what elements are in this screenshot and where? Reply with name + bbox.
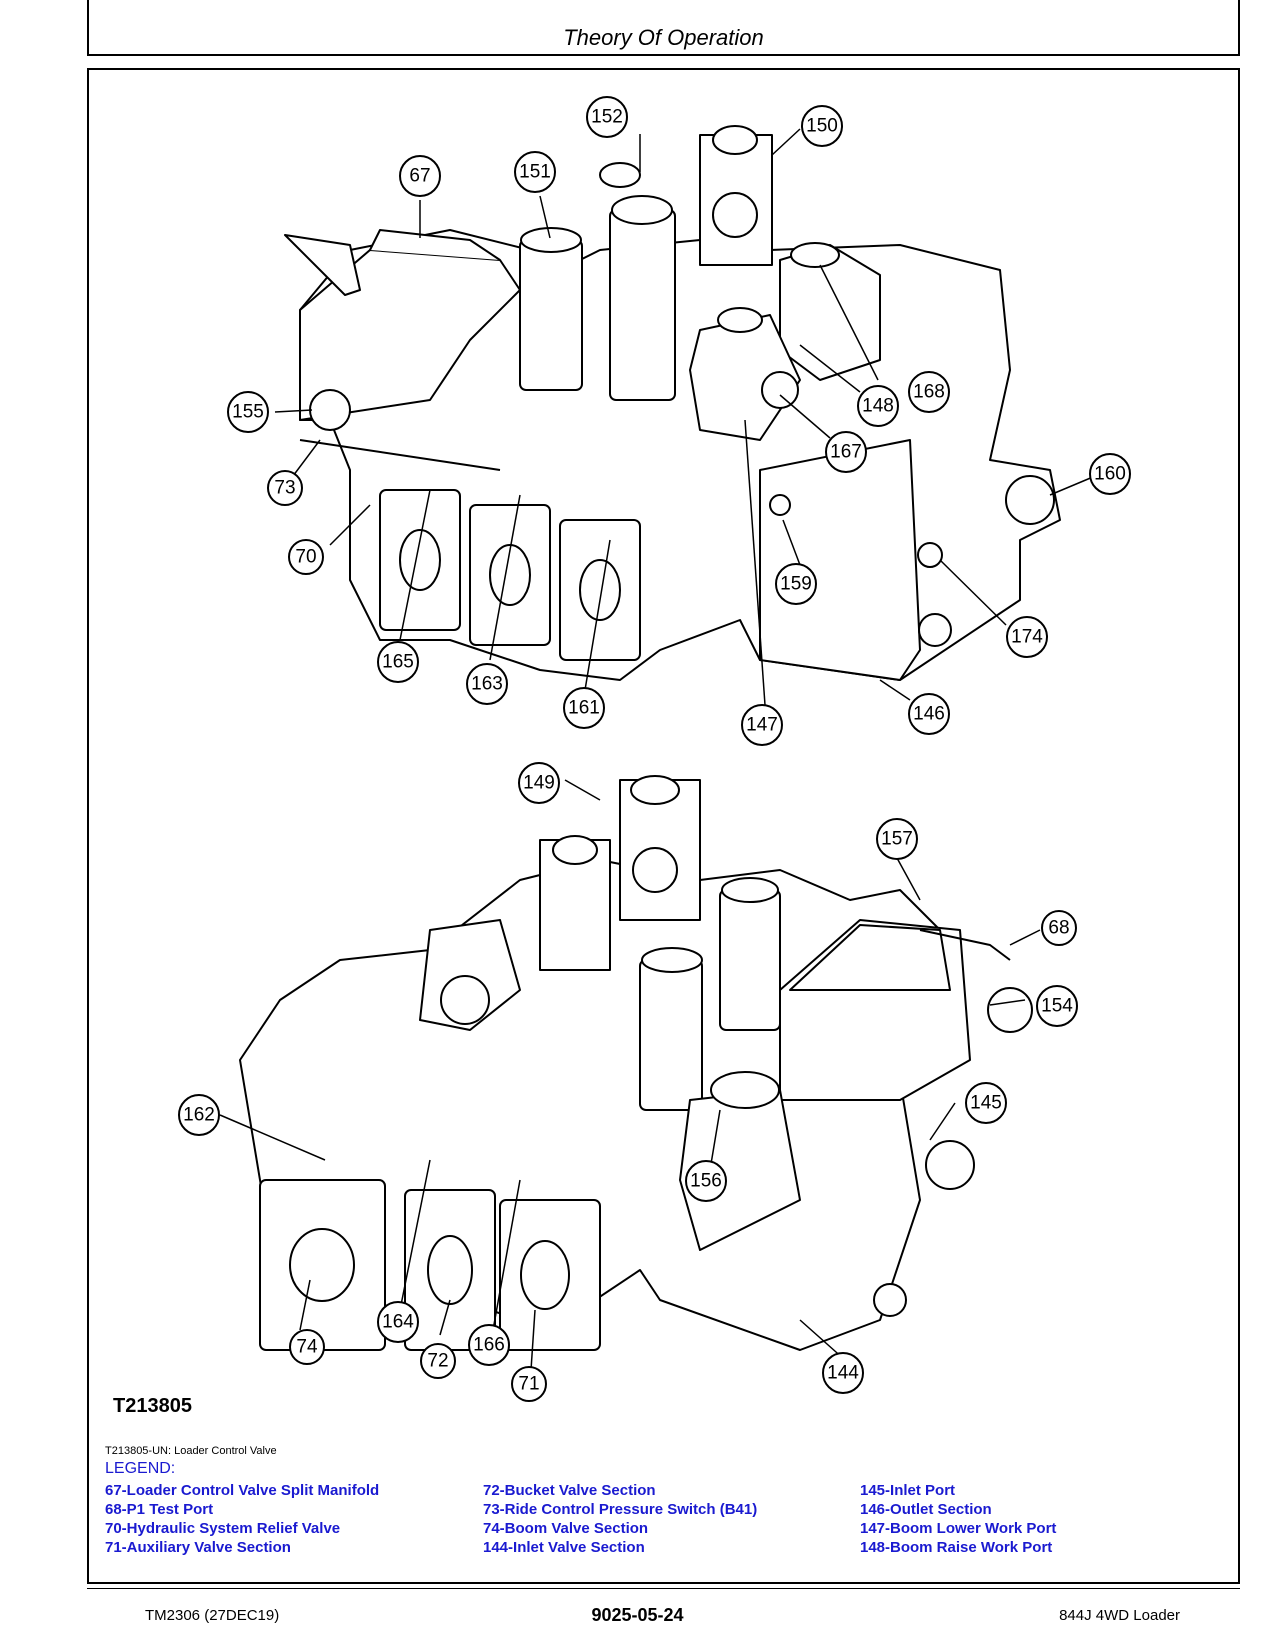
footer-divider — [87, 1588, 1240, 1589]
callout-148: 148 — [857, 385, 899, 427]
legend-column-3: 145-Inlet Port 146-Outlet Section 147-Bo… — [860, 1481, 1056, 1557]
svg-text:146: 146 — [913, 704, 945, 725]
callout-157: 157 — [876, 818, 918, 860]
callout-71: 71 — [511, 1366, 547, 1402]
callout-159: 159 — [775, 563, 817, 605]
footer-page-number: 9025-05-24 — [591, 1605, 684, 1625]
svg-text:168: 168 — [913, 382, 945, 403]
svg-text:151: 151 — [519, 162, 551, 183]
legend-item: 72-Bucket Valve Section — [483, 1482, 656, 1499]
callout-164: 164 — [377, 1301, 419, 1343]
callout-146: 146 — [908, 693, 950, 735]
svg-text:155: 155 — [232, 402, 264, 423]
svg-text:156: 156 — [690, 1171, 722, 1192]
svg-text:74: 74 — [296, 1337, 318, 1358]
page-header: Theory Of Operation — [87, 0, 1240, 56]
figure-frame — [87, 68, 1240, 1584]
legend-item: 147-Boom Lower Work Port — [860, 1520, 1057, 1537]
svg-text:68: 68 — [1048, 918, 1069, 939]
svg-text:166: 166 — [473, 1335, 505, 1356]
svg-text:160: 160 — [1094, 464, 1126, 485]
svg-text:174: 174 — [1011, 627, 1043, 648]
legend-item: 144-Inlet Valve Section — [483, 1539, 645, 1556]
footer-doc-id: TM2306 (27DEC19) — [145, 1607, 280, 1624]
callout-163: 163 — [466, 663, 508, 705]
callout-152: 152 — [586, 96, 628, 138]
callout-162: 162 — [178, 1094, 220, 1136]
callout-161: 161 — [563, 687, 605, 729]
callout-68: 68 — [1041, 910, 1077, 946]
callout-145: 145 — [965, 1082, 1007, 1124]
callout-154: 154 — [1036, 985, 1078, 1027]
legend-item: 73-Ride Control Pressure Switch (B41) — [483, 1501, 758, 1518]
legend-item: 148-Boom Raise Work Port — [860, 1539, 1053, 1556]
svg-text:145: 145 — [970, 1093, 1002, 1114]
legend-title: LEGEND: — [105, 1460, 176, 1477]
svg-text:73: 73 — [274, 478, 295, 499]
callout-70: 70 — [288, 539, 324, 575]
svg-text:165: 165 — [382, 652, 414, 673]
page-title: Theory Of Operation — [563, 25, 764, 50]
svg-text:72: 72 — [427, 1351, 448, 1372]
svg-text:157: 157 — [881, 829, 913, 850]
svg-text:70: 70 — [295, 547, 316, 568]
figure-id: T213805 — [113, 1395, 192, 1417]
svg-text:163: 163 — [471, 674, 503, 695]
svg-text:67: 67 — [409, 166, 430, 187]
svg-text:159: 159 — [780, 574, 812, 595]
callout-group: 152 150 67 151 155 168 148 167 73 160 70… — [178, 96, 1131, 1402]
legend-item: 145-Inlet Port — [860, 1482, 956, 1499]
legend-item: 68-P1 Test Port — [105, 1501, 214, 1518]
svg-text:154: 154 — [1041, 996, 1073, 1017]
svg-text:167: 167 — [830, 442, 862, 463]
svg-text:152: 152 — [591, 107, 623, 128]
callout-160: 160 — [1089, 453, 1131, 495]
callout-144: 144 — [822, 1352, 864, 1394]
svg-text:71: 71 — [518, 1374, 539, 1395]
callout-67: 67 — [399, 155, 441, 197]
legend-item: 67-Loader Control Valve Split Manifold — [105, 1482, 380, 1499]
callout-73: 73 — [267, 470, 303, 506]
footer-model: 844J 4WD Loader — [1059, 1607, 1180, 1624]
callout-151: 151 — [514, 151, 556, 193]
callout-166: 166 — [468, 1324, 510, 1366]
svg-text:150: 150 — [806, 116, 838, 137]
svg-text:147: 147 — [746, 715, 778, 736]
legend-item: 70-Hydraulic System Relief Valve — [105, 1520, 341, 1537]
callout-168: 168 — [908, 371, 950, 413]
callout-174: 174 — [1006, 616, 1048, 658]
svg-text:144: 144 — [827, 1363, 859, 1384]
callout-156: 156 — [685, 1160, 727, 1202]
svg-text:161: 161 — [568, 698, 600, 719]
leader-lines — [219, 128, 1101, 1371]
legend-item: 71-Auxiliary Valve Section — [105, 1539, 291, 1556]
legend-column-1: 67-Loader Control Valve Split Manifold 6… — [105, 1481, 379, 1557]
figure-caption: T213805-UN: Loader Control Valve — [105, 1445, 277, 1457]
legend-item: 146-Outlet Section — [860, 1501, 992, 1518]
callout-149: 149 — [518, 762, 560, 804]
callout-74: 74 — [289, 1329, 325, 1365]
legend-column-2: 72-Bucket Valve Section 73-Ride Control … — [483, 1481, 757, 1557]
callout-165: 165 — [377, 641, 419, 683]
svg-text:164: 164 — [382, 1312, 414, 1333]
callout-155: 155 — [227, 391, 269, 433]
callout-147: 147 — [741, 704, 783, 746]
svg-text:148: 148 — [862, 396, 894, 417]
svg-text:162: 162 — [183, 1105, 215, 1126]
svg-text:149: 149 — [523, 773, 555, 794]
callout-72: 72 — [420, 1343, 456, 1379]
bottom-valve-drawing — [239, 775, 1033, 1351]
callout-167: 167 — [825, 431, 867, 473]
legend-item: 74-Boom Valve Section — [483, 1520, 649, 1537]
top-valve-drawing — [284, 125, 1061, 681]
callout-150: 150 — [801, 105, 843, 147]
